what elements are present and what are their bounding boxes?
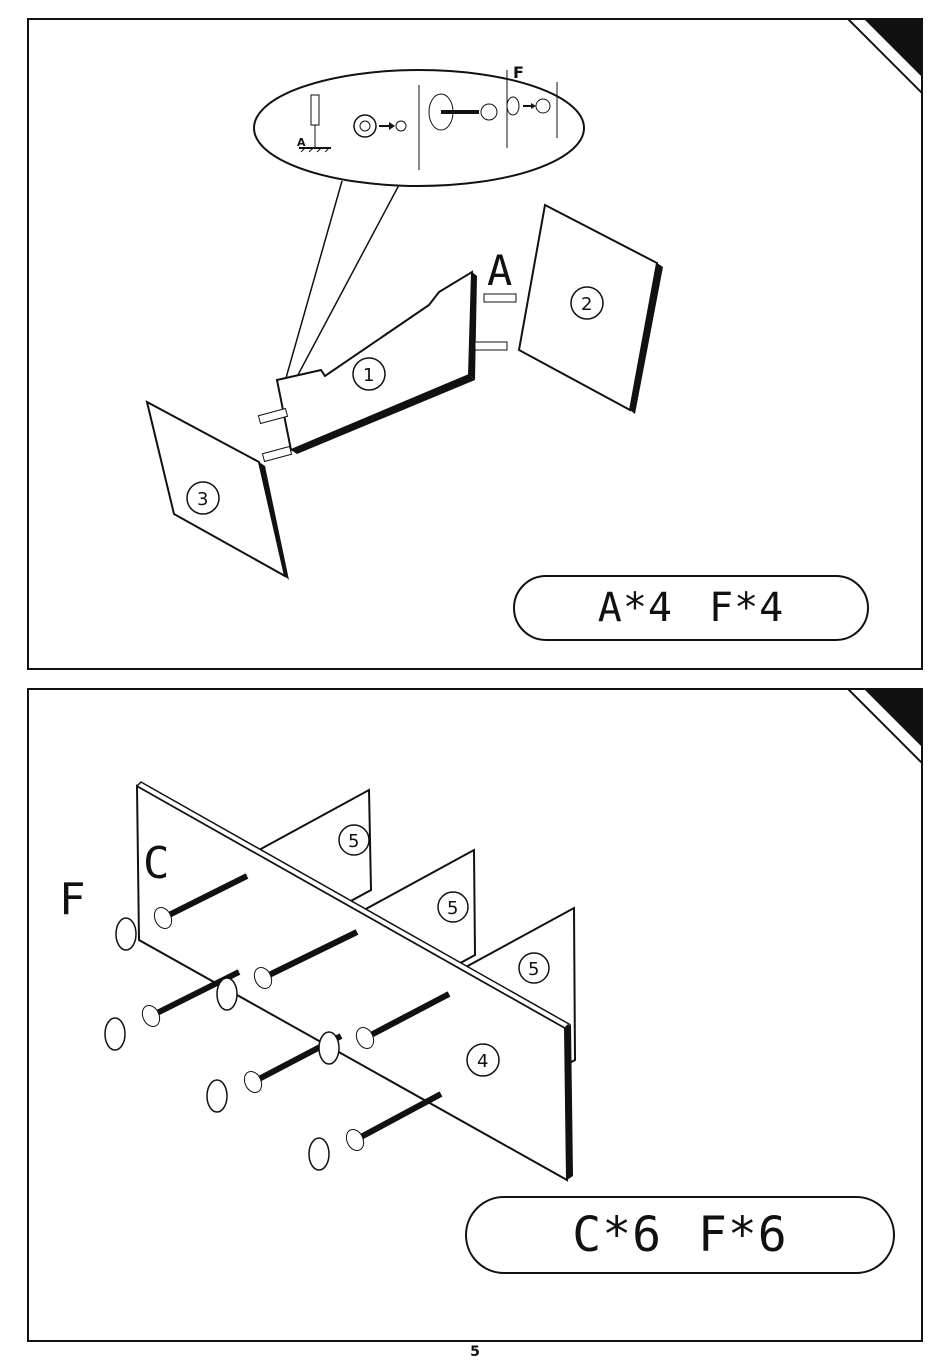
board-2-number: 2 <box>581 294 592 315</box>
board-2: 2 <box>519 205 663 414</box>
screw-label-C: C <box>143 838 170 889</box>
board-1-number: 1 <box>363 365 374 386</box>
divider-3-number: 5 <box>528 959 539 980</box>
page-number: 5 <box>0 1344 950 1360</box>
board-3-number: 3 <box>197 489 208 510</box>
part-count-cap: F*6 <box>680 1207 806 1263</box>
divider-1-number: 5 <box>348 831 359 852</box>
part-count-dowel: A*4 <box>580 585 691 631</box>
detail-cap-label: F <box>513 63 524 82</box>
part-count-screw: C*6 <box>554 1207 680 1263</box>
detail-dowel-label: A <box>297 136 306 149</box>
dowel-label-A: A <box>487 246 512 295</box>
assembly-step-2: 5 5 5 4 <box>27 688 923 1342</box>
board-4-number: 4 <box>477 1051 488 1072</box>
board-3: 3 <box>147 402 289 580</box>
part-count-cap: F*4 <box>691 585 802 631</box>
assembly-step-1: A <box>27 18 923 670</box>
parts-summary-box: A*4 F*4 <box>513 575 869 641</box>
divider-2-number: 5 <box>447 898 458 919</box>
board-1: 1 <box>277 272 477 454</box>
cap-label-F: F <box>59 874 86 925</box>
parts-summary-box: C*6 F*6 <box>465 1196 895 1274</box>
